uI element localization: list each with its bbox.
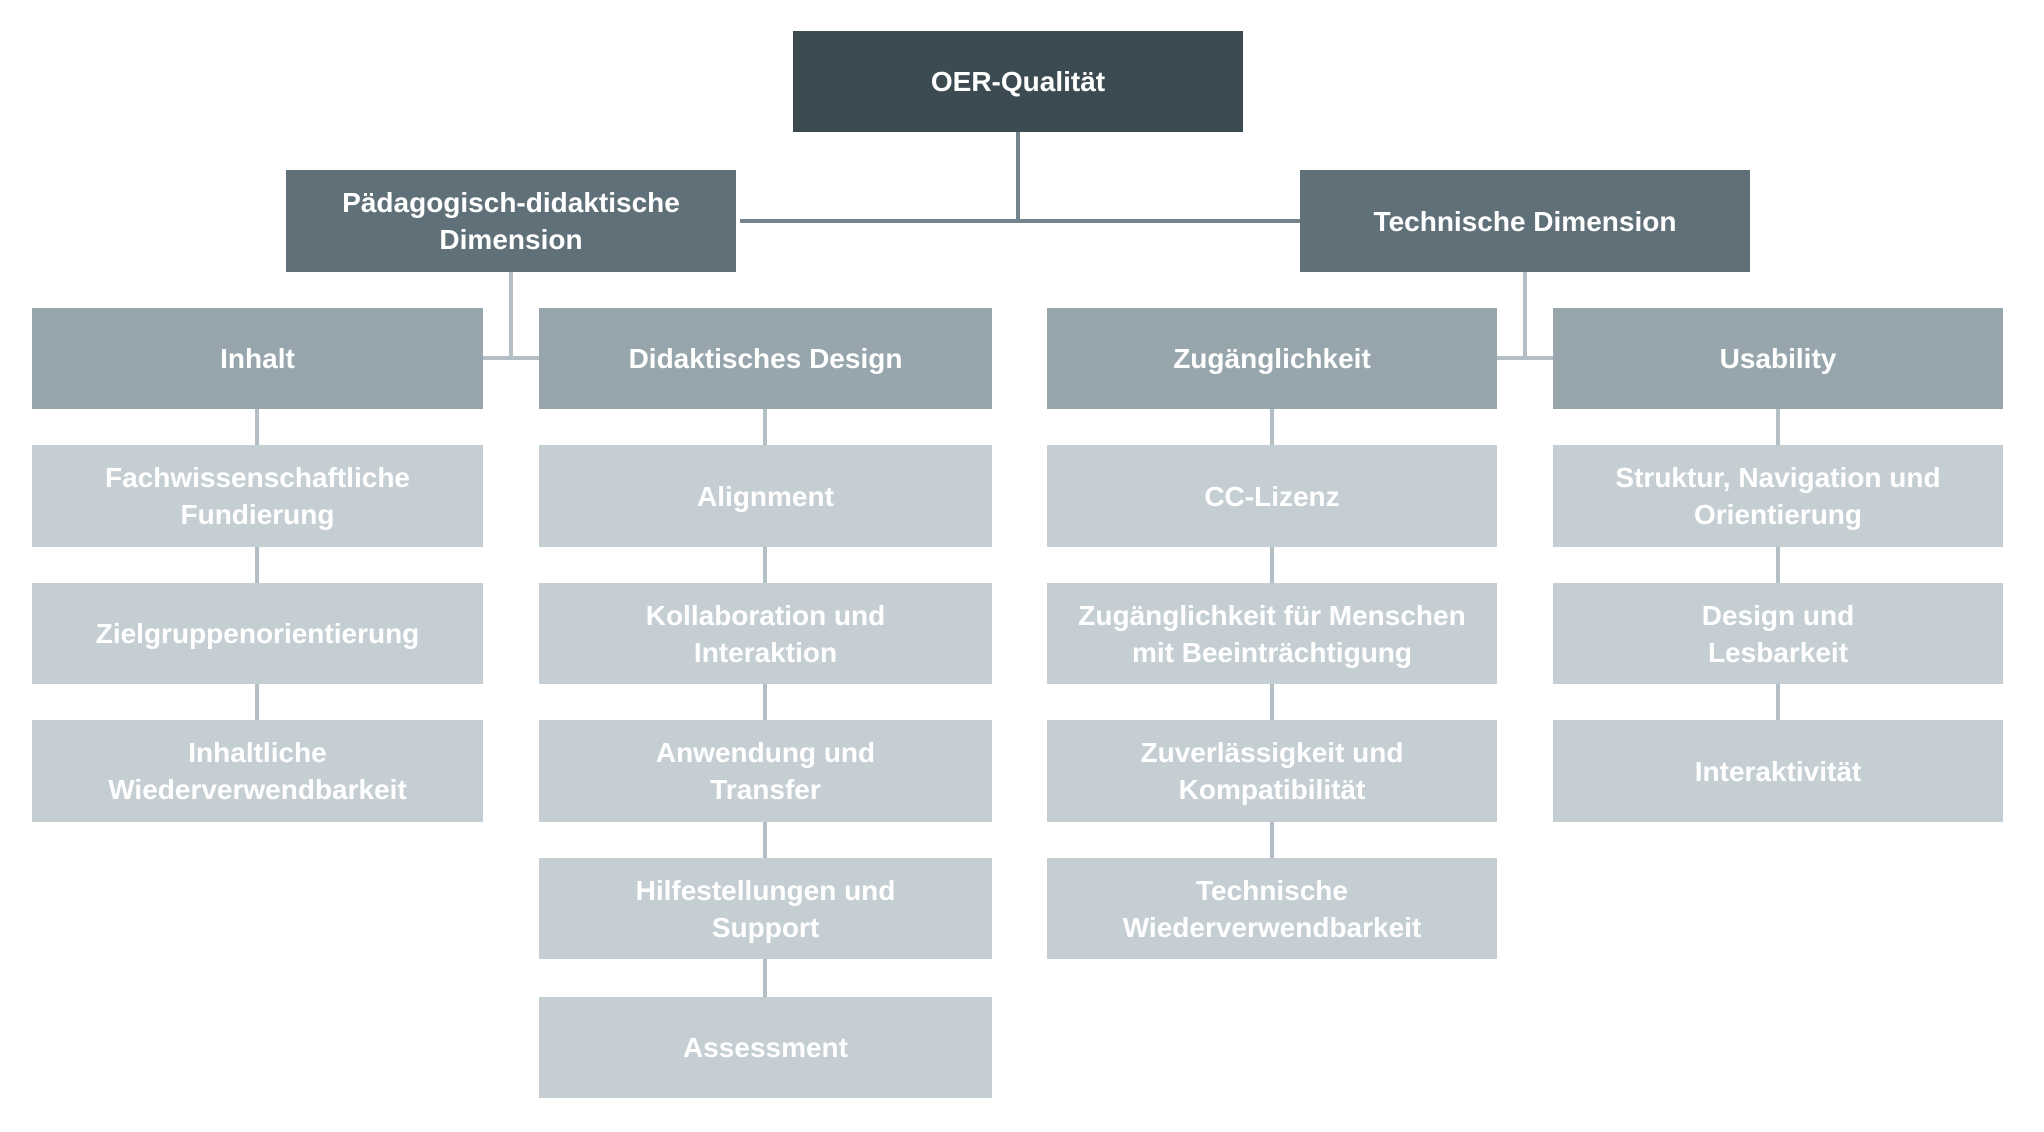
node-dimension-technisch: Technische Dimension xyxy=(1300,170,1750,272)
node-category-inhalt-label: Inhalt xyxy=(220,343,295,374)
node-item-zugaenglichkeit-fuer-menschen: Zugänglichkeit für Menschen mit Beeinträ… xyxy=(1047,583,1497,684)
connector-dim-paedagogisch-stub xyxy=(483,356,539,360)
node-item-interaktivitaet: Interaktivität xyxy=(1553,720,2003,822)
node-item-label: Fachwissenschaftliche Fundierung xyxy=(104,462,410,530)
connector-root-horizontal xyxy=(740,219,1300,223)
node-item-struktur-navigation-orientierung: Struktur, Navigation und Orientierung xyxy=(1553,445,2003,547)
node-item-alignment: Alignment xyxy=(539,445,992,547)
node-item-assessment: Assessment xyxy=(539,997,992,1098)
node-item-zielgruppenorientierung: Zielgruppenorientierung xyxy=(32,583,483,684)
node-category-usability: Usability xyxy=(1553,308,2003,409)
node-item-label: Zuverlässigkeit und Kompatibilität xyxy=(1140,737,1404,805)
node-item-label: Technische Wiederverwendbarkeit xyxy=(1122,874,1422,943)
connector-usability-2 xyxy=(1776,547,1780,583)
connector-inhalt-3 xyxy=(255,684,259,720)
connector-didaktik-2 xyxy=(763,547,767,583)
node-item-label: Interaktivität xyxy=(1694,755,1862,787)
node-dimension-technisch-label: Technische Dimension xyxy=(1373,205,1677,237)
node-item-label: Zielgruppenorientierung xyxy=(95,618,420,649)
node-item-label: Struktur, Navigation und Orientierung xyxy=(1615,462,1941,530)
node-item-label: CC-Lizenz xyxy=(1204,480,1340,512)
node-category-zugaenglichkeit: Zugänglichkeit xyxy=(1047,308,1497,409)
connector-dim-technisch-stub xyxy=(1497,356,1553,360)
node-item-inhaltliche-wiederverwendbarkeit: Inhaltliche Wiederverwendbarkeit xyxy=(32,720,483,822)
node-item-kollaboration-und-interaktion: Kollaboration und Interaktion xyxy=(539,583,992,684)
connector-usability-1 xyxy=(1776,409,1780,445)
connector-zugaenglichkeit-1 xyxy=(1270,409,1274,445)
connector-didaktik-3 xyxy=(763,684,767,720)
connector-usability-3 xyxy=(1776,684,1780,720)
node-item-label: Hilfestellungen und Support xyxy=(635,874,896,943)
node-item-hilfestellungen-und-support: Hilfestellungen und Support xyxy=(539,858,992,959)
node-item-label: Kollaboration und Interaktion xyxy=(645,599,886,668)
node-category-usability-label: Usability xyxy=(1719,343,1837,374)
node-item-label: Anwendung und Transfer xyxy=(655,737,876,805)
connector-root-vertical xyxy=(1016,132,1020,223)
node-category-didaktisches-design-label: Didaktisches Design xyxy=(628,343,903,374)
node-item-design-und-lesbarkeit: Design und Lesbarkeit xyxy=(1553,583,2003,684)
node-item-fachwissenschaftliche-fundierung: Fachwissenschaftliche Fundierung xyxy=(32,445,483,547)
node-item-anwendung-und-transfer: Anwendung und Transfer xyxy=(539,720,992,822)
node-item-label: Zugänglichkeit für Menschen mit Beeinträ… xyxy=(1078,599,1466,668)
node-oer-qualitaet: OER-Qualität xyxy=(793,31,1243,132)
connector-inhalt-2 xyxy=(255,547,259,583)
connector-dim-paedagogisch-vertical xyxy=(509,272,513,360)
connector-didaktik-5 xyxy=(763,959,767,997)
connector-didaktik-1 xyxy=(763,409,767,445)
node-category-inhalt: Inhalt xyxy=(32,308,483,409)
node-item-label: Alignment xyxy=(697,480,834,512)
node-category-zugaenglichkeit-label: Zugänglichkeit xyxy=(1173,343,1371,374)
node-category-didaktisches-design: Didaktisches Design xyxy=(539,308,992,409)
node-item-label: Design und Lesbarkeit xyxy=(1701,599,1855,668)
connector-didaktik-4 xyxy=(763,822,767,858)
node-dimension-paedagogisch-didaktisch-label: Pädagogisch-didaktische Dimension xyxy=(342,187,680,255)
node-item-label: Inhaltliche Wiederverwendbarkeit xyxy=(108,737,407,805)
node-dimension-paedagogisch-didaktisch: Pädagogisch-didaktische Dimension xyxy=(286,170,736,272)
connector-zugaenglichkeit-2 xyxy=(1270,547,1274,583)
node-item-label: Assessment xyxy=(683,1032,848,1063)
node-item-technische-wiederverwendbarkeit: Technische Wiederverwendbarkeit xyxy=(1047,858,1497,959)
node-item-zuverlaessigkeit-und-kompatibilitaet: Zuverlässigkeit und Kompatibilität xyxy=(1047,720,1497,822)
connector-zugaenglichkeit-3 xyxy=(1270,684,1274,720)
node-oer-qualitaet-label: OER-Qualität xyxy=(930,66,1106,97)
node-item-cc-lizenz: CC-Lizenz xyxy=(1047,445,1497,547)
connector-inhalt-1 xyxy=(255,409,259,445)
connector-dim-technisch-vertical xyxy=(1523,272,1527,360)
connector-zugaenglichkeit-4 xyxy=(1270,822,1274,858)
